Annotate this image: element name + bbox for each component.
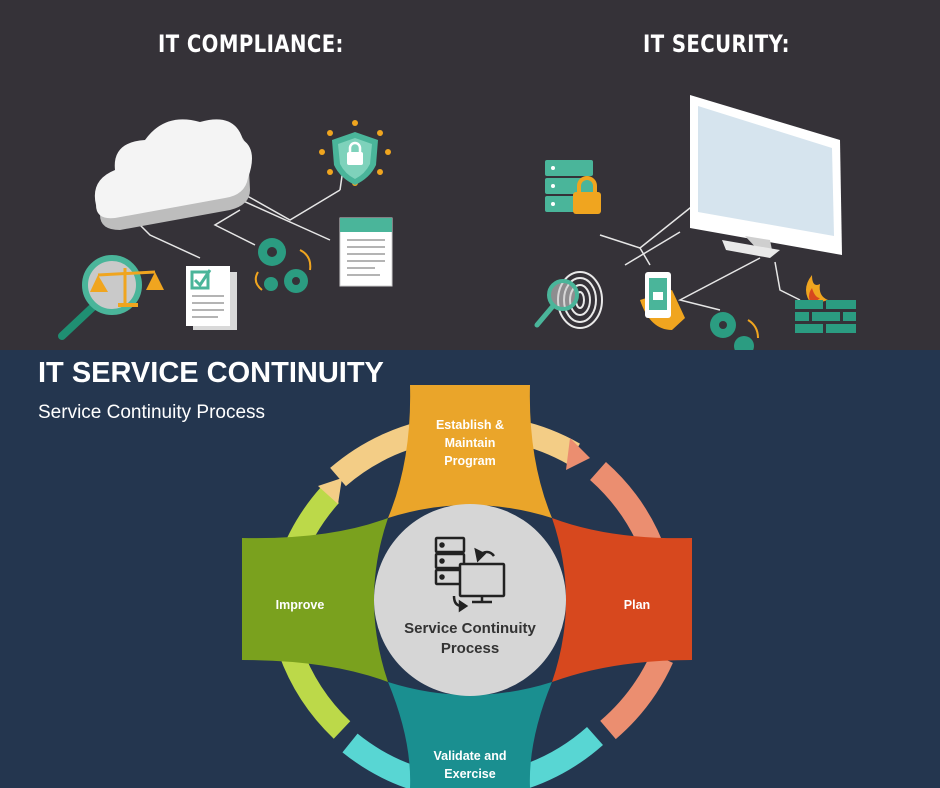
- petal-plan: [552, 518, 692, 682]
- top-illustration-panel: IT COMPLIANCE: IT SECURITY:: [0, 0, 940, 350]
- gears-icon: [254, 238, 312, 293]
- continuity-diagram: Service Continuity Process Establish & M…: [242, 385, 692, 788]
- center-label-line1: Service Continuity: [404, 620, 536, 637]
- server-monitor-icon: [434, 536, 506, 613]
- certificate-document-icon: [339, 217, 393, 287]
- security-title: IT SECURITY:: [643, 30, 790, 58]
- top-illustration: [58, 95, 856, 350]
- improve-label: Improve: [276, 598, 325, 612]
- petal-improve: [242, 518, 388, 682]
- security-connectors: [599, 199, 801, 311]
- firewall-icon: [795, 275, 856, 333]
- center-label-line2: Process: [441, 640, 499, 657]
- arrow-right-lower-arc: [600, 652, 673, 740]
- plan-label: Plan: [624, 598, 650, 612]
- gears-icon-security: [710, 312, 759, 350]
- establish-label-line2: Maintain: [445, 436, 496, 450]
- petal-establish: [388, 385, 552, 518]
- validate-label-line1: Validate and: [434, 749, 507, 763]
- cloud-icon: [94, 119, 252, 230]
- checklist-document-icon: [186, 266, 237, 330]
- fingerprint-magnifier-icon: [534, 271, 603, 329]
- petal-validate: [388, 682, 552, 788]
- phone-lock-icon: [640, 272, 685, 330]
- monitor-icon: [690, 95, 842, 258]
- establish-label-line1: Establish &: [436, 418, 504, 432]
- arrowhead-left: [318, 478, 342, 504]
- center-circle: [374, 504, 566, 696]
- server-lock-icon: [545, 160, 601, 214]
- shield-lock-icon: [319, 120, 391, 186]
- compliance-title: IT COMPLIANCE:: [158, 30, 344, 58]
- establish-label-line3: Program: [444, 454, 495, 468]
- arrowhead-top: [566, 438, 590, 470]
- continuity-title: IT SERVICE CONTINUITY: [38, 357, 384, 389]
- validate-label-line2: Exercise: [444, 767, 495, 781]
- magnifier-scales-icon: [58, 255, 164, 340]
- continuity-subtitle: Service Continuity Process: [38, 402, 266, 423]
